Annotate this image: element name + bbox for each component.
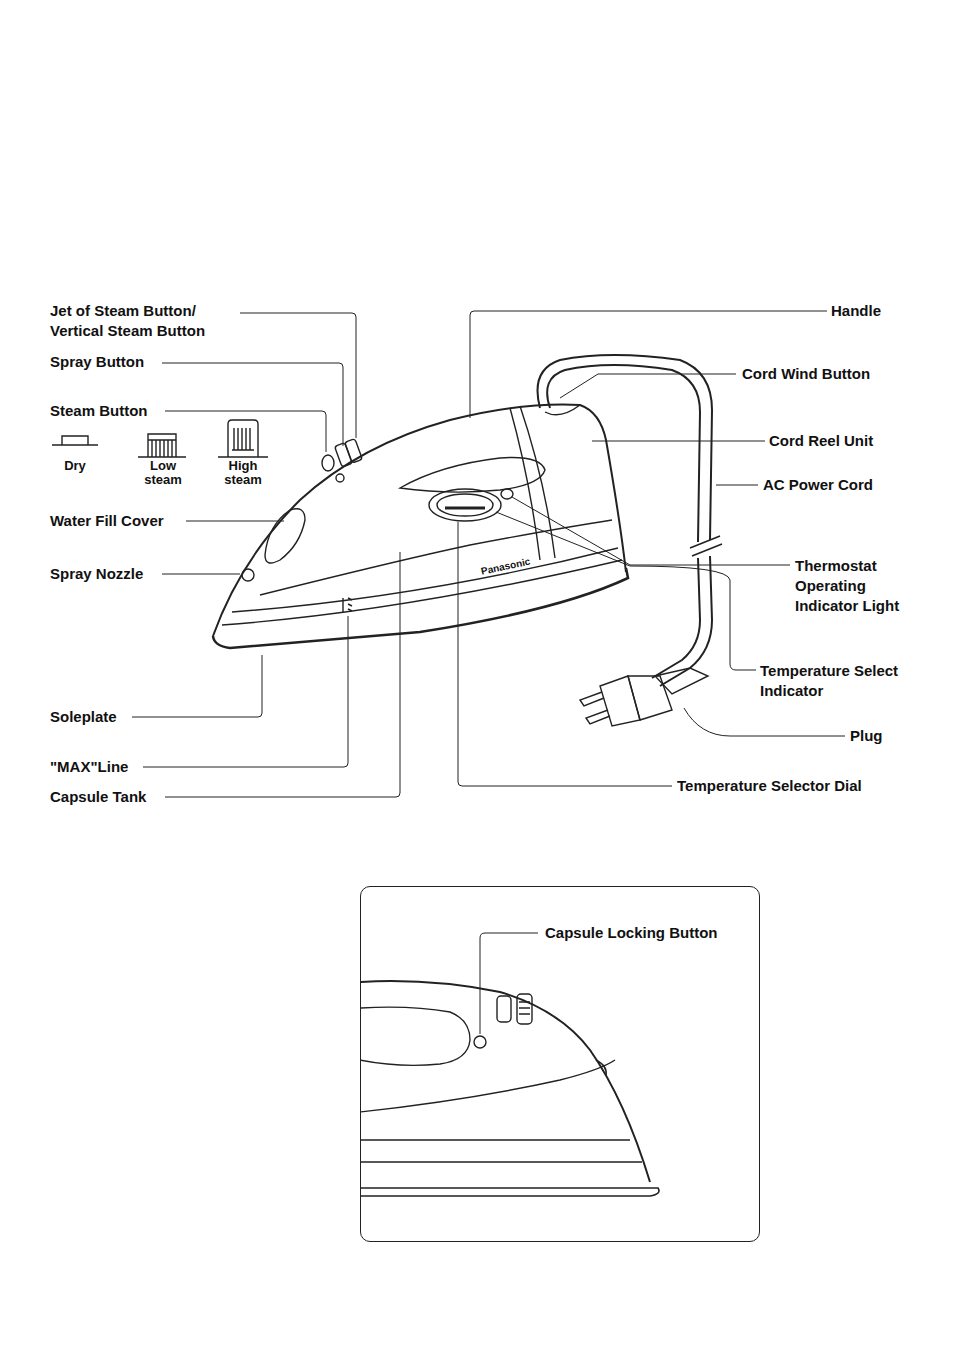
part-label: Spray Nozzle <box>50 564 143 584</box>
part-label: Plug <box>850 726 883 746</box>
part-label: Capsule Locking Button <box>545 923 718 943</box>
leader-lines <box>132 311 845 797</box>
part-label: Water Fill Cover <box>50 511 164 531</box>
part-label: Dry <box>52 459 98 473</box>
part-label: Soleplate <box>50 707 117 727</box>
part-label: Temperature Select Indicator <box>760 661 900 701</box>
part-label: Cord Wind Button <box>742 364 870 384</box>
part-label: Spray Button <box>50 352 144 372</box>
inset-frame: Capsule Locking Button <box>360 886 760 1242</box>
part-label: Low steam <box>132 459 194 487</box>
part-label: Steam Button <box>50 401 148 421</box>
part-label: Cord Reel Unit <box>769 431 873 451</box>
steam-icons <box>52 420 268 457</box>
part-label: Jet of Steam Button/ Vertical Steam Butt… <box>50 301 240 341</box>
brand-logo: Panasonic <box>480 556 531 578</box>
part-label: Temperature Selector Dial <box>677 776 862 796</box>
part-label: Capsule Tank <box>50 787 146 807</box>
iron-body <box>213 405 628 648</box>
part-label: High steam <box>212 459 274 487</box>
part-label: AC Power Cord <box>763 475 873 495</box>
part-label: Handle <box>831 301 881 321</box>
power-cord <box>538 355 723 726</box>
part-label: Thermostat Operating Indicator Light <box>795 556 905 616</box>
part-label: "MAX"Line <box>50 757 128 777</box>
